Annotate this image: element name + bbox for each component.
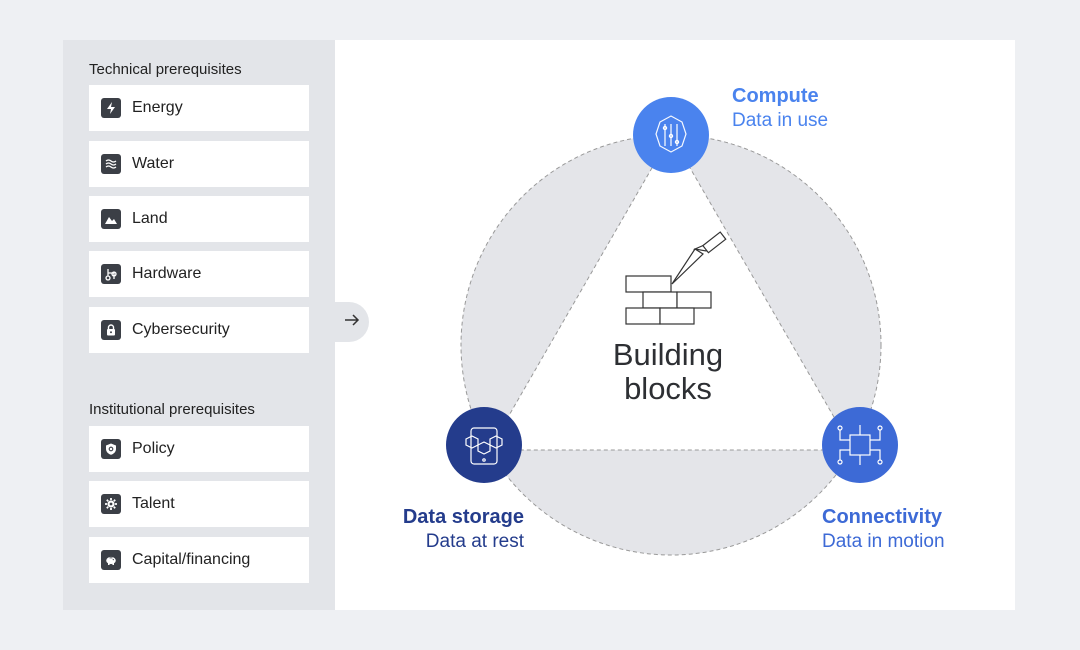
compute-node-icon [633,97,709,173]
lightning-icon [101,98,121,118]
prerequisite-water: Water [89,141,309,187]
arrow-connector-tab [335,302,369,342]
compute-title: Compute [732,85,819,107]
circuit-icon [101,264,121,284]
data-storage-title: Data storage [402,506,524,528]
shield-icon [101,439,121,459]
prerequisite-land: Land [89,196,309,242]
prerequisite-label: Land [132,210,168,227]
prerequisite-capital-financing: Capital/financing [89,537,309,583]
prerequisites-panel: Technical prerequisites Energy Water Lan… [63,40,335,610]
center-line-2: blocks [624,371,712,406]
connectivity-title: Connectivity [822,506,943,528]
bricks-trowel-icon [625,231,727,325]
prerequisite-label: Energy [132,99,183,116]
prerequisite-energy: Energy [89,85,309,131]
data-storage-node-icon [446,407,522,483]
prerequisite-cybersecurity: Cybersecurity [89,307,309,353]
compute-subtitle: Data in use [732,110,829,131]
prerequisite-label: Capital/financing [132,551,251,568]
institutional-prerequisites-title: Institutional prerequisites [89,401,255,418]
prerequisite-label: Cybersecurity [132,321,230,338]
building-blocks-title: Building blocks [593,338,743,406]
prerequisite-label: Talent [132,495,175,512]
mountain-icon [101,209,121,229]
technical-prerequisites-title: Technical prerequisites [89,61,242,78]
compute-label: Compute Data in use [732,85,828,132]
prerequisite-label: Water [132,155,175,172]
data-storage-label: Data storage Data at rest [394,506,524,553]
piggy-bank-icon [101,550,121,570]
prerequisite-hardware: Hardware [89,251,309,297]
connectivity-subtitle: Data in motion [822,531,945,552]
prerequisite-label: Policy [132,440,175,457]
prerequisite-talent: Talent [89,481,309,527]
connectivity-label: Connectivity Data in motion [822,506,945,553]
arrow-right-icon [344,313,360,332]
data-storage-subtitle: Data at rest [425,531,524,552]
diagram-card: Technical prerequisites Energy Water Lan… [63,40,1015,610]
lock-icon [101,320,121,340]
water-waves-icon [101,154,121,174]
gear-icon [101,494,121,514]
prerequisite-policy: Policy [89,426,309,472]
building-blocks-diagram [446,97,898,556]
center-line-1: Building [612,337,724,372]
connectivity-node-icon [822,407,898,483]
prerequisite-label: Hardware [132,265,202,282]
